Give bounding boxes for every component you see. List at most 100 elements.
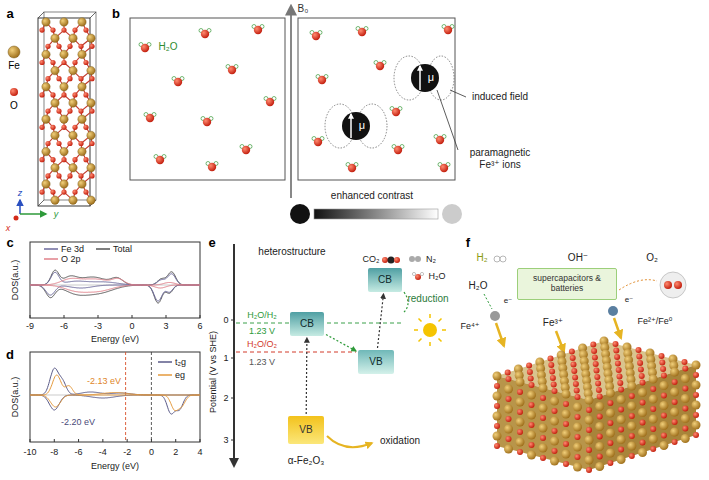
axis-label: x [6, 223, 11, 233]
tick-mark [166, 315, 167, 318]
fermi-line [151, 352, 152, 442]
fe-atom [60, 147, 68, 155]
fe-atom [493, 412, 502, 421]
fe-atom [51, 196, 59, 204]
fe-atom [692, 401, 701, 410]
o-atom [639, 373, 645, 379]
fe-atom [692, 421, 701, 430]
oxygen-atom [348, 164, 356, 172]
co2-molecule [394, 257, 400, 263]
node-label: VB [369, 356, 382, 368]
fe-atom [539, 404, 548, 413]
axis-title: Energy (eV) [91, 461, 139, 471]
potential-axis [233, 244, 235, 466]
fe-atom [670, 388, 679, 397]
axis-ticks [231, 320, 234, 440]
o-atom [540, 435, 546, 441]
fe-atom [617, 415, 626, 424]
o-atom [594, 374, 600, 380]
fe-atom [595, 402, 604, 411]
o-atom [39, 60, 44, 65]
fe-atom [493, 432, 502, 441]
o-atom [614, 354, 620, 360]
o-atom [661, 393, 667, 399]
reduction-arrow [404, 292, 408, 312]
axis-title: DOS(a.u.) [10, 377, 20, 418]
o-atom [45, 141, 50, 146]
water-molecule [415, 274, 421, 280]
fe-atom [60, 115, 68, 123]
fe-atom [42, 180, 50, 188]
fe-atom [595, 442, 604, 451]
oxygen-atom [146, 114, 154, 122]
legend-line-sample [44, 258, 58, 260]
o-atom [682, 366, 688, 372]
dos-curve [30, 395, 200, 414]
process-label: oxidation [380, 435, 420, 447]
o-atom [569, 349, 575, 355]
legend-line-sample [158, 374, 172, 376]
o-atom [549, 369, 555, 375]
moment-symbol: μ [428, 71, 434, 84]
fe-atom [42, 50, 50, 58]
o-atom [39, 28, 44, 33]
o-atom [617, 380, 623, 386]
o-atom [56, 173, 61, 178]
o-atom [552, 388, 558, 394]
legend-label: Total [113, 244, 132, 254]
induced-field-line [394, 56, 424, 100]
fe-atom [539, 424, 548, 433]
tick-label: 0 [223, 315, 228, 325]
fe-atom [595, 422, 604, 431]
o-atom [78, 173, 83, 178]
tick-label: 3 [163, 321, 168, 331]
o-atom [613, 341, 619, 347]
tick-label: -2 [123, 447, 131, 457]
electron-path [484, 294, 492, 309]
o-atom [517, 429, 523, 435]
fe-atom [638, 408, 647, 417]
molecule-label: O₂ [646, 252, 658, 264]
o-atom [67, 76, 72, 81]
fe-atom [51, 34, 59, 42]
o-atom [517, 409, 523, 415]
o-atom [83, 92, 88, 97]
o-atom [618, 427, 624, 433]
o-atom [529, 422, 535, 428]
potential-label: 1.23 V [249, 357, 275, 367]
ion-label: Fe²⁺/Fe⁰ [638, 316, 673, 326]
z-axis [19, 200, 21, 214]
fe-atom [78, 147, 86, 155]
field-label: B₀ [298, 3, 309, 15]
fe-atom [60, 18, 68, 26]
o-atom [61, 190, 66, 195]
fe-atom [562, 390, 571, 399]
o-atom [83, 190, 88, 195]
h2-molecule [494, 256, 500, 262]
contrast-label: enhanced contrast [331, 190, 413, 202]
fe-atom [606, 429, 615, 438]
tick-mark [175, 439, 176, 442]
o-atom [517, 389, 523, 395]
o-atom [563, 401, 569, 407]
o-atom [494, 403, 500, 409]
fe-atom [659, 441, 668, 450]
oxygen-atom [436, 136, 444, 144]
induced-field-line [428, 56, 454, 100]
ion-arrow [496, 323, 504, 346]
o-atom [39, 157, 44, 162]
fe-atom [649, 395, 658, 404]
panel-letter: e [208, 236, 215, 251]
dos-curve [30, 285, 200, 292]
fe-atom [692, 361, 701, 370]
potential-label: 1.23 V [249, 326, 275, 336]
legend-label: O 2p [61, 254, 81, 264]
molecule-label: OH⁻ [568, 252, 588, 264]
fe-atom [527, 391, 536, 400]
o-atom [67, 141, 72, 146]
axis-label: y [54, 209, 59, 219]
legend-label: Fe 3d [61, 244, 84, 254]
oxygen-atom [208, 163, 216, 171]
conduction-band: CB [290, 312, 324, 336]
o-atom [72, 157, 77, 162]
